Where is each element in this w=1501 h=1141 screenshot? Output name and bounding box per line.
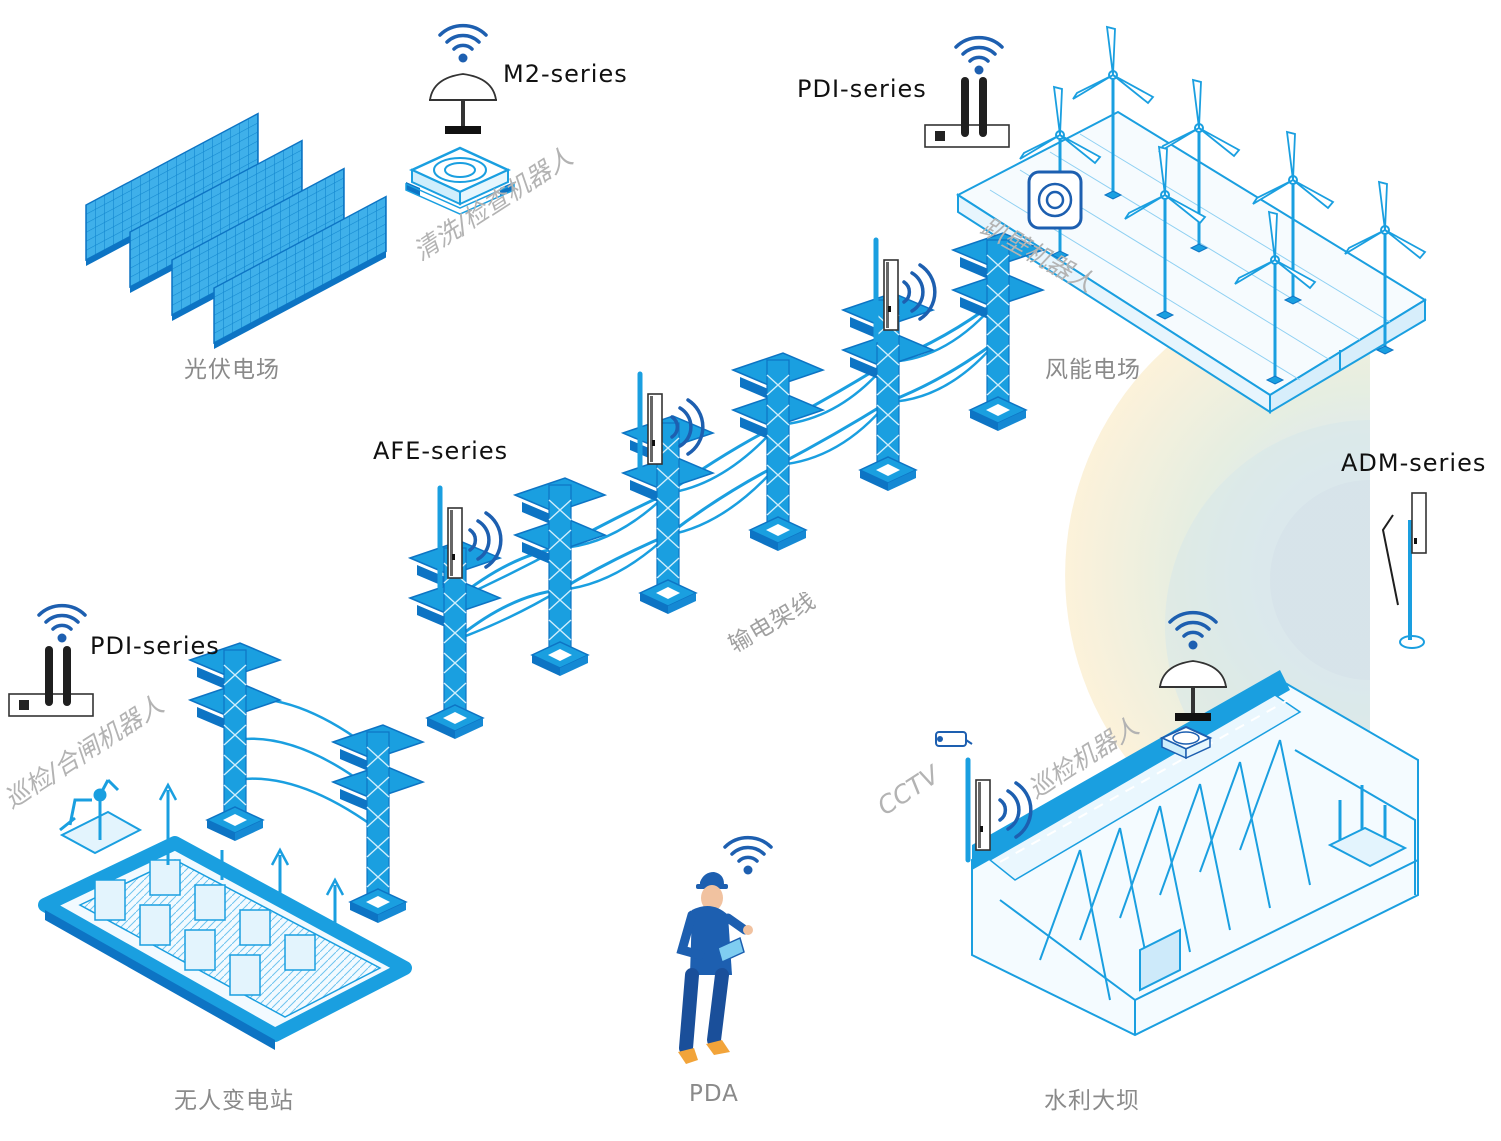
afe-series-label: AFE-series — [373, 437, 509, 465]
pda-label: PDA — [689, 1081, 739, 1107]
m2-series-label: M2-series — [503, 60, 628, 88]
cleaning-robot — [405, 146, 515, 215]
adm-device — [1381, 492, 1427, 649]
wifi-icon — [438, 23, 488, 65]
pdi-left-series-label: PDI-series — [90, 632, 220, 660]
substation-label: 无人变电站 — [174, 1088, 294, 1114]
adm-series-label: ADM-series — [1341, 449, 1487, 477]
transmission-line — [409, 232, 1044, 740]
cctv-camera-icon — [935, 731, 973, 747]
wall-climbing-robot — [1027, 170, 1083, 230]
dam — [935, 610, 1419, 1037]
router-icon — [924, 76, 1010, 148]
wifi-icon — [37, 603, 87, 645]
wifi-icon — [723, 835, 773, 877]
m2-device — [405, 23, 515, 215]
pdi-top-device — [924, 35, 1010, 148]
wifi-icon — [954, 35, 1004, 77]
wind-farm — [956, 25, 1427, 414]
substation — [38, 642, 424, 1050]
dome-antenna-icon — [428, 73, 498, 135]
dam-patrol-robot — [1159, 725, 1213, 760]
switching-robot-arm — [59, 778, 143, 855]
pdi-left-device — [8, 603, 94, 717]
router-icon — [8, 645, 94, 717]
worker-icon — [676, 835, 773, 1064]
dam-label: 水利大坝 — [1044, 1088, 1140, 1114]
wind-farm-label: 风能电场 — [1045, 357, 1141, 383]
solar-farm — [85, 112, 387, 349]
pdi-top-series-label: PDI-series — [797, 75, 927, 103]
solar-farm-label: 光伏电场 — [184, 357, 280, 383]
